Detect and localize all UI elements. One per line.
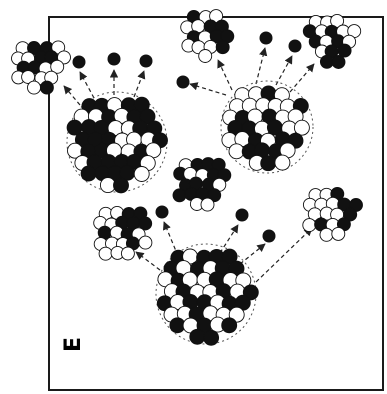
emission-arrow [63, 85, 81, 106]
released-particle [262, 229, 276, 243]
released-particle [259, 31, 273, 45]
particle-open [200, 197, 215, 212]
emission-arrow [275, 55, 293, 86]
particle-filled [221, 248, 238, 265]
particle-open [228, 143, 245, 160]
particle-filled [319, 54, 334, 69]
particle-filled [260, 155, 277, 172]
particle-open [274, 154, 291, 171]
emission-arrow [255, 47, 268, 85]
released-particle [176, 75, 190, 89]
particle-filled [169, 317, 186, 334]
cluster-boundary [220, 80, 314, 174]
particle-open [133, 166, 150, 182]
cluster-fragment-far-left [11, 40, 71, 95]
particle-filled [331, 55, 346, 69]
particle-open [98, 246, 113, 261]
released-particle [107, 52, 121, 66]
particle-open [27, 80, 41, 95]
cluster-fragment-right [302, 186, 363, 242]
emission-arrow [189, 82, 227, 96]
emission-arrow [135, 251, 161, 271]
particle-filled [172, 188, 187, 203]
particle-open [293, 119, 310, 136]
panel-label: E [61, 336, 86, 352]
emission-arrow [239, 243, 266, 265]
clusters-layer [11, 9, 363, 346]
particle-filled [189, 328, 206, 345]
particle-filled [337, 43, 352, 58]
particle-open [120, 246, 135, 261]
particle-filled [80, 165, 97, 182]
cluster-emitter-bottom [155, 243, 259, 346]
single-particles-layer [72, 31, 302, 243]
particle-filled [138, 216, 153, 231]
particle-open [138, 235, 153, 250]
emission-arrow [255, 227, 313, 283]
emission-arrow [133, 70, 146, 98]
particle-filled [39, 80, 54, 95]
arrows-layer [63, 47, 315, 283]
particle-open [57, 50, 71, 65]
particle-open [331, 226, 346, 241]
cluster-emitter-top-left [66, 91, 168, 194]
cluster-fragment-center [172, 157, 232, 212]
particle-filled [215, 40, 230, 55]
particle-filled [113, 177, 129, 194]
emission-arrow [219, 224, 239, 254]
cluster-emitter-top-right [220, 80, 314, 174]
particle-filled [221, 317, 238, 334]
released-particle [139, 54, 153, 68]
particle-filled [203, 329, 220, 346]
particle-open [198, 49, 213, 63]
released-particle [72, 55, 86, 69]
released-particle [235, 208, 249, 222]
particle-open [302, 218, 317, 233]
emission-arrow [79, 71, 95, 99]
released-particle [155, 205, 169, 219]
particle-filled [343, 207, 358, 222]
particle-open [330, 13, 345, 28]
particle-open [319, 227, 334, 242]
emission-arrow [217, 59, 233, 91]
particle-open [50, 59, 65, 74]
cluster-fragment-mid-left [93, 205, 153, 261]
released-particle [288, 39, 302, 53]
cluster-fragment-top-right [302, 13, 362, 69]
particle-filled [139, 108, 156, 125]
emission-arrow [162, 221, 179, 257]
emission-arrow [289, 63, 315, 93]
cluster-fragment-top-center [180, 9, 235, 63]
particle-filled [207, 188, 222, 203]
